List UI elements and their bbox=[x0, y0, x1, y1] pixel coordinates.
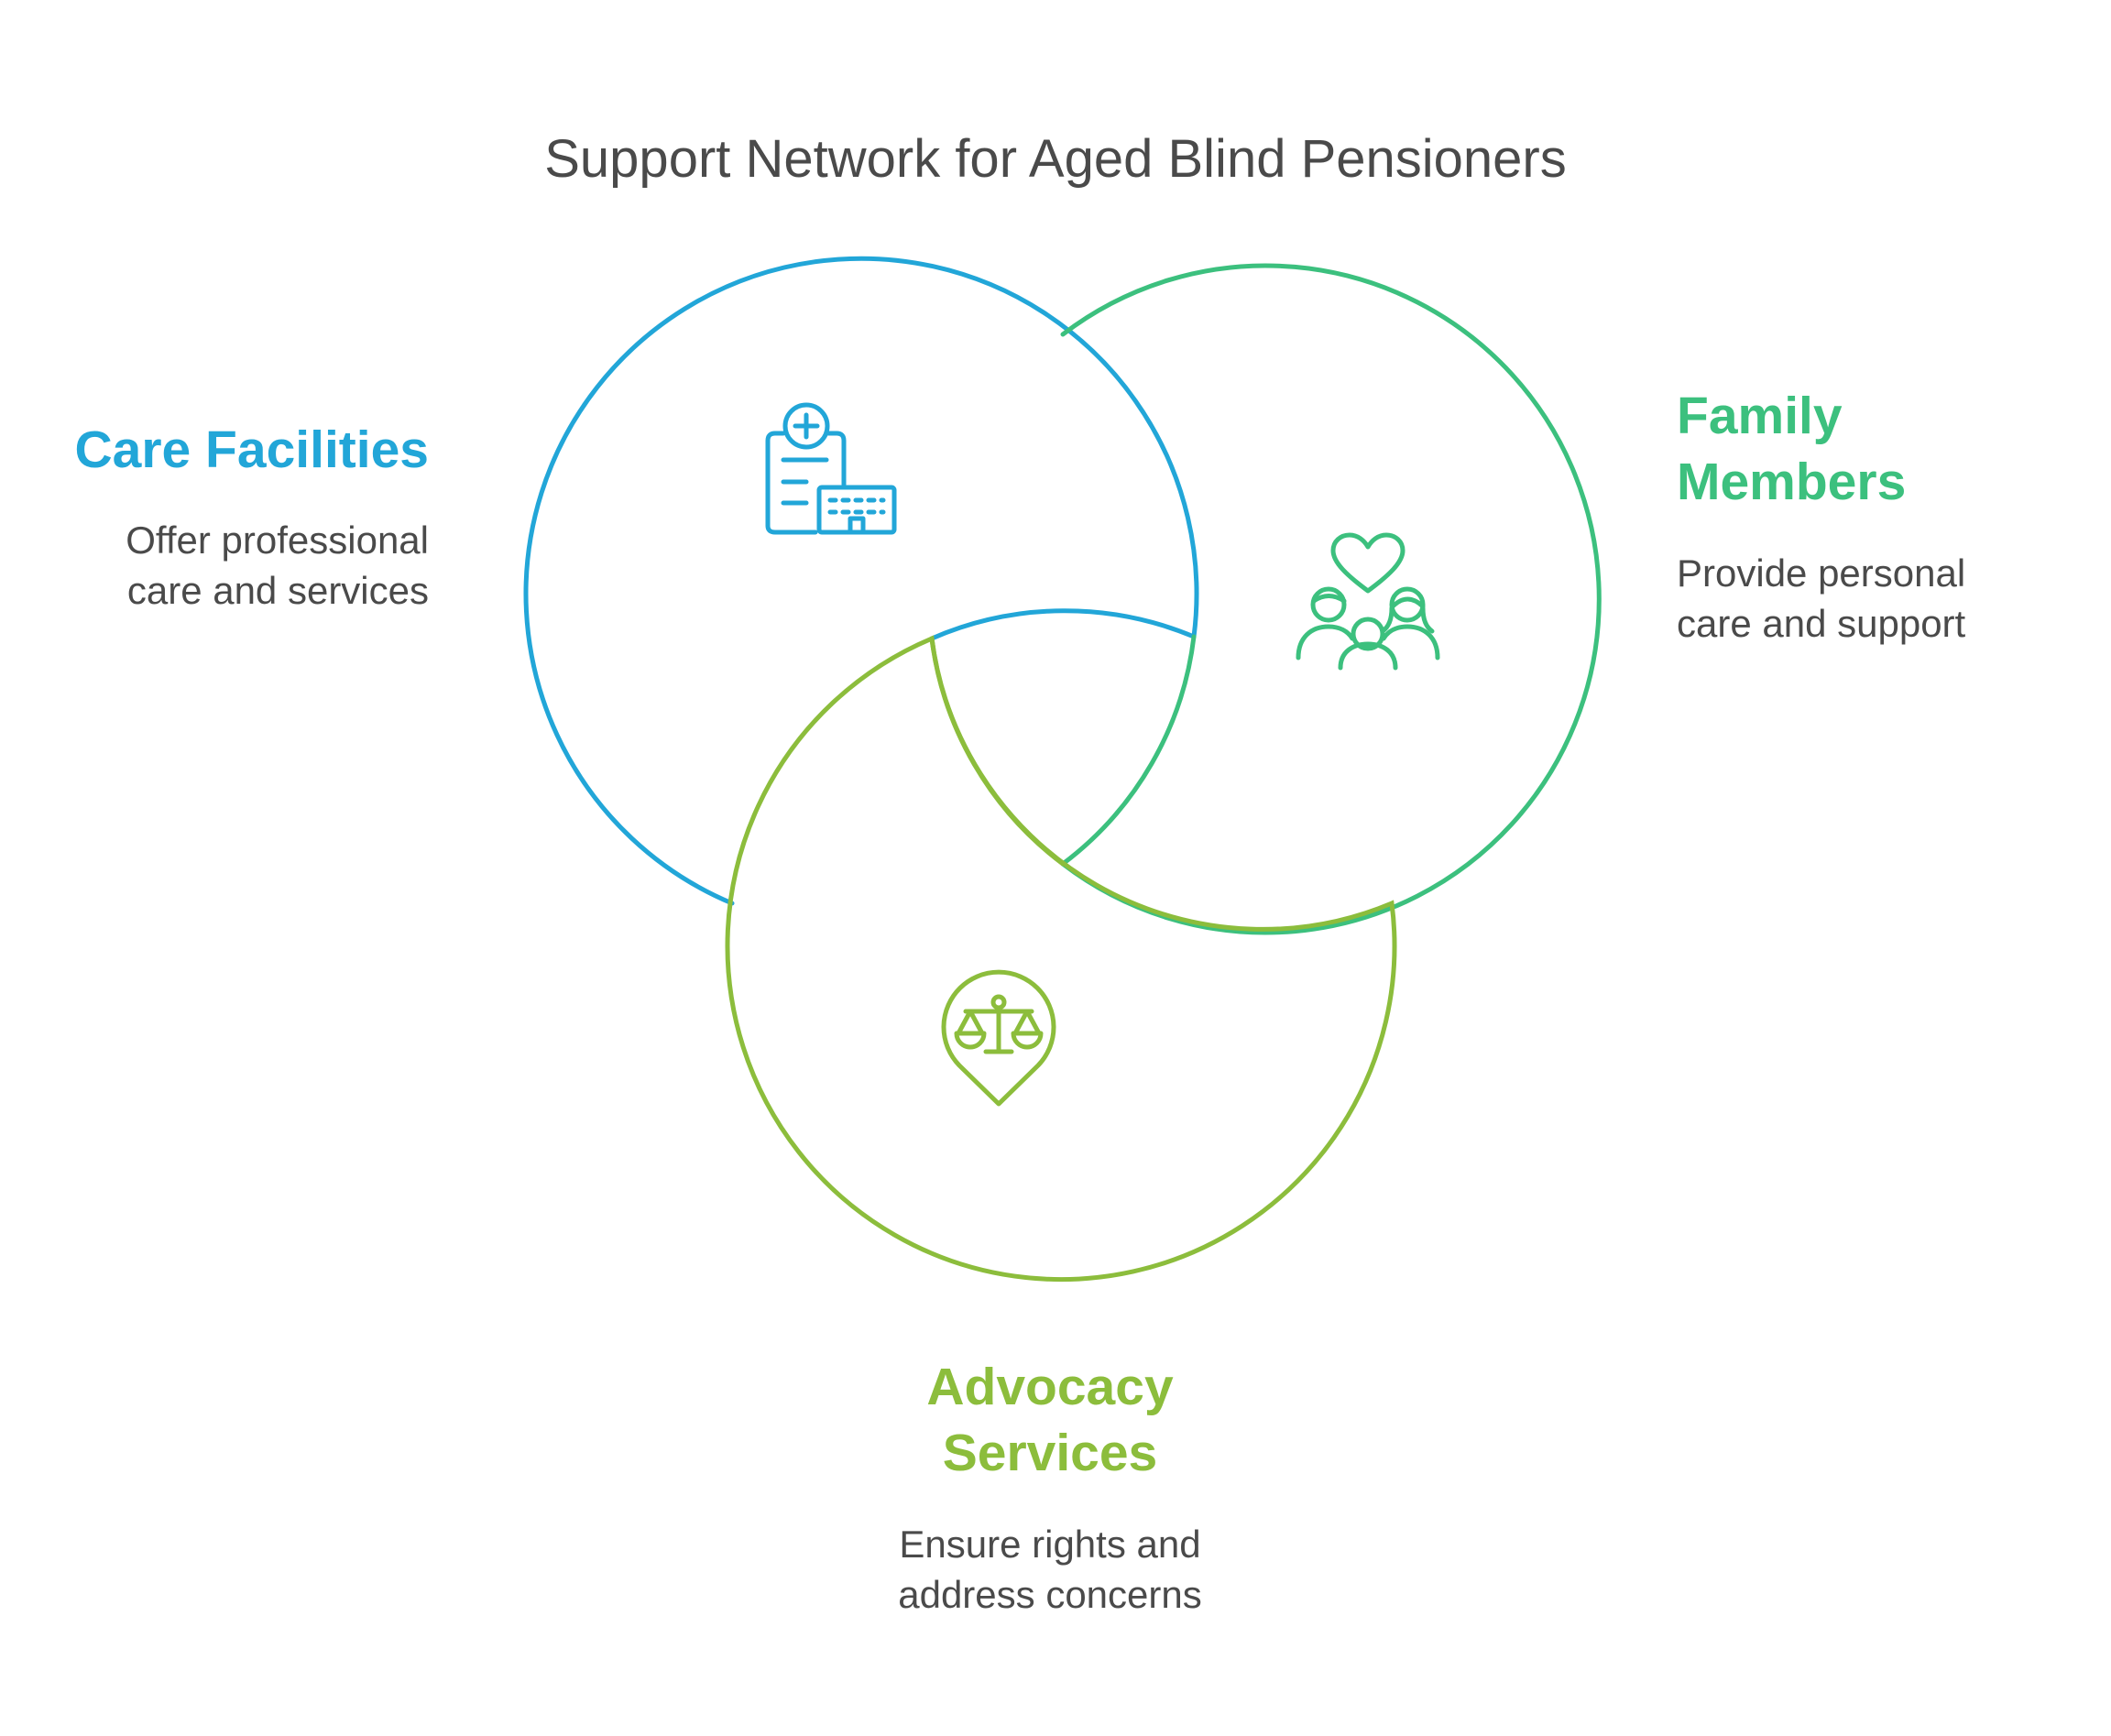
family-heart-icon bbox=[1296, 532, 1440, 671]
family-circle bbox=[1060, 263, 1602, 935]
advocacy-services-heading-line: Advocacy bbox=[926, 1358, 1174, 1416]
justice-scale-pin-icon bbox=[941, 969, 1056, 1107]
advocacy-inner-arc bbox=[929, 636, 1066, 867]
family-members-description-line: Provide personal bbox=[1677, 551, 1966, 595]
advocacy-circle bbox=[725, 635, 1397, 1283]
family-members-description-line: care and support bbox=[1677, 602, 1966, 645]
family-members-heading-line: Members bbox=[1677, 453, 1907, 511]
family-members-heading: Family Members bbox=[1677, 383, 1906, 515]
advocacy-services-heading: Advocacy Services bbox=[830, 1354, 1270, 1486]
family-circle-inner-arc bbox=[1060, 634, 1197, 867]
advocacy-services-heading-line: Services bbox=[942, 1424, 1158, 1482]
diagram-title: Support Network for Aged Blind Pensioner… bbox=[544, 129, 1567, 189]
care-circle bbox=[523, 256, 1199, 906]
care-facilities-heading: Care Facilities bbox=[74, 417, 429, 483]
care-facilities-heading-line: Care Facilities bbox=[74, 420, 429, 479]
care-facilities-description: Offer professional care and services bbox=[126, 515, 429, 616]
advocacy-services-description-line: address concerns bbox=[898, 1573, 1202, 1616]
care-facilities-description-line: care and services bbox=[126, 569, 429, 612]
care-facilities-description-line: Offer professional bbox=[126, 519, 429, 562]
hospital-building-icon bbox=[765, 402, 897, 535]
advocacy-services-description-line: Ensure rights and bbox=[899, 1523, 1201, 1566]
care-circle-inner-arc bbox=[929, 608, 1197, 641]
family-members-heading-line: Family bbox=[1677, 387, 1843, 445]
advocacy-services-description: Ensure rights and address concerns bbox=[821, 1519, 1279, 1620]
family-members-description: Provide personal care and support bbox=[1677, 548, 1965, 649]
